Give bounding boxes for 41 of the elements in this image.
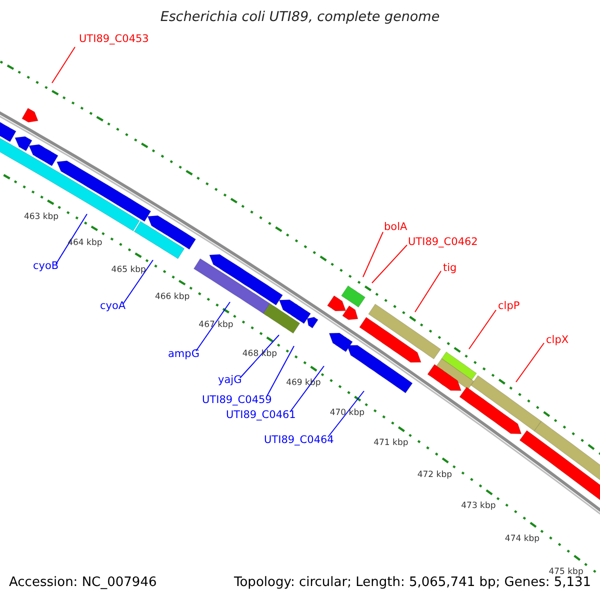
scale-label: 465 kbp [111,266,146,275]
gene-label: tig [443,263,457,274]
accession-text: Accession: NC_007946 [9,576,157,589]
leader-line [414,270,442,312]
scale-label: 466 kbp [154,293,190,302]
scale-label: 473 kbp [461,502,496,511]
leader-line [362,232,384,278]
leader-line [290,366,324,412]
gene-label: UTI89_C0462 [408,237,478,248]
gene-label: yajG [218,375,242,386]
scale-label: 464 kbp [68,239,102,248]
leader-line [122,260,154,304]
gene-label: UTI89_C0464 [264,435,334,446]
leader-line [328,390,364,438]
leader-line [516,342,544,382]
leader-line [52,46,76,84]
scale-label: 467 kbp [198,321,234,330]
leader-line [56,214,88,264]
scale-label: 470 kbp [330,408,364,418]
leader-line [468,310,496,350]
leader-line [240,334,280,378]
scale-label: 475 kbp [548,568,584,576]
leader-line [372,244,408,284]
gene-label: cyoA [100,301,126,312]
gene-label: UTI89_C0453 [79,34,149,44]
scale-label: 471 kbp [374,439,408,448]
gene-label: clpX [546,335,569,346]
gene-label: cyoB [33,261,59,272]
scale-label: 472 kbp [417,470,452,480]
leader-line [196,302,230,352]
gene-label: bolA [384,222,408,232]
scale-label: 474 kbp [504,534,540,544]
scale-label: 468 kbp [242,350,278,358]
gene-label: clpP [498,301,520,312]
title: Escherichia coli UTI89, complete genome [159,11,441,24]
leader-line [266,346,294,396]
scale-label: 463 kbp [24,213,59,222]
gene-label: UTI89_C0459 [202,395,272,406]
gene-label: UTI89_C0461 [226,410,296,420]
genome-info-text: Topology: circular; Length: 5,065,741 bp; Genes: 5,131 [234,576,592,589]
gene-label: ampG [168,349,200,360]
